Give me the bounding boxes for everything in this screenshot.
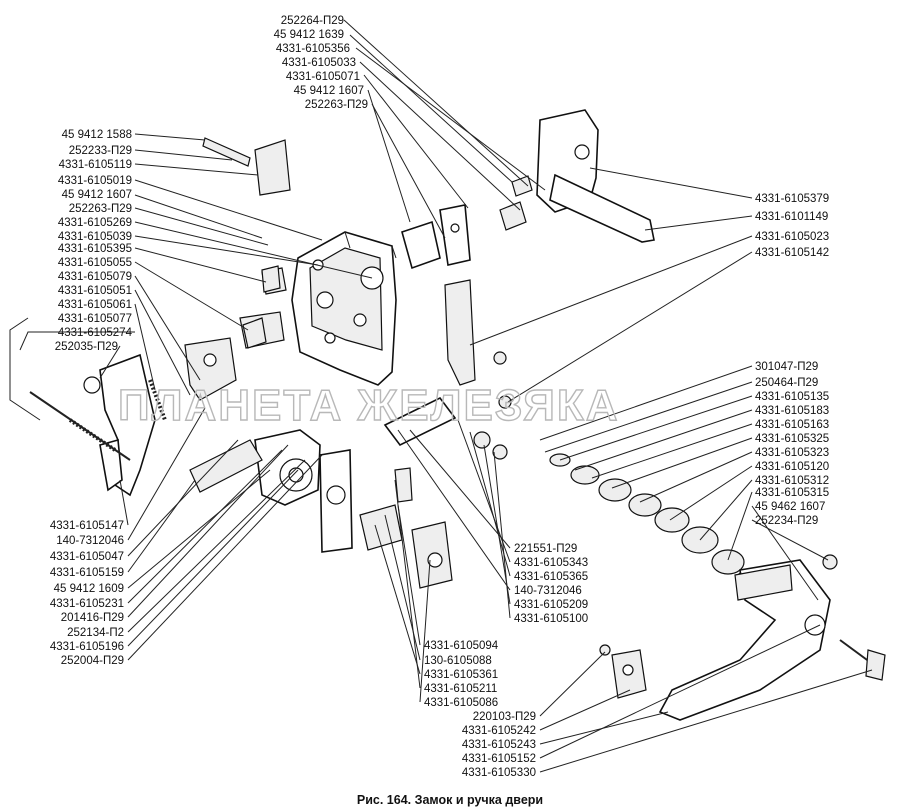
figure-caption: Рис. 164. Замок и ручка двери xyxy=(357,793,543,807)
part-label: 4331-6105211 xyxy=(424,683,497,695)
part-label: 45 9412 1588 xyxy=(62,129,132,141)
lock-cylinder-assembly xyxy=(189,429,413,553)
part-label: 4331-6105330 xyxy=(462,767,536,779)
part-label: 220103-П29 xyxy=(473,711,536,723)
part-label: 4331-6105051 xyxy=(58,285,132,297)
leader-lines xyxy=(9,19,873,773)
part-label: 45 9412 1607 xyxy=(62,189,132,201)
part-label: 4331-6105325 xyxy=(755,433,829,445)
part-label: 4331-6105312 xyxy=(755,475,829,487)
part-label: 4331-6105119 xyxy=(59,159,132,171)
part-label: 252263-П29 xyxy=(305,99,368,111)
part-label: 4331-6105163 xyxy=(755,419,829,431)
part-label: 252233-П29 xyxy=(69,145,132,157)
part-label: 4331-6105142 xyxy=(755,247,829,259)
part-label: 4331-6105395 xyxy=(58,243,132,255)
watermark-text: ПЛАНЕТА ЖЕЛЕЗЯКА xyxy=(118,381,620,430)
part-label: 4331-6105120 xyxy=(755,461,829,473)
part-labels: 252264-П29 45 9412 1639 4331-6105356 433… xyxy=(50,15,829,779)
part-label: 4331-6105379 xyxy=(755,193,829,205)
part-label: 45 9412 1639 xyxy=(274,29,344,41)
part-label: 4331-6105274 xyxy=(58,327,133,339)
part-label: 4331-6105077 xyxy=(58,313,132,325)
part-label: 4331-6101149 xyxy=(755,211,828,223)
part-label: 4331-6105047 xyxy=(50,551,124,563)
part-label: 201416-П29 xyxy=(61,612,124,624)
part-label: 4331-6105356 xyxy=(276,43,350,55)
part-label: 45 9462 1607 xyxy=(755,501,825,513)
part-label: 4331-6105100 xyxy=(514,613,588,625)
part-label: 4331-6105209 xyxy=(514,599,588,611)
part-label: 4331-6105061 xyxy=(58,299,132,311)
part-label: 4331-6105196 xyxy=(50,641,124,653)
part-label: 4331-6105365 xyxy=(514,571,588,583)
part-label: 4331-6105079 xyxy=(58,271,132,283)
part-label: 4331-6105159 xyxy=(50,567,124,579)
spring-and-rod xyxy=(29,379,167,461)
part-label: 4331-6105231 xyxy=(50,598,124,610)
part-label: 301047-П29 xyxy=(755,361,818,373)
part-label: 4331-6105023 xyxy=(755,231,829,243)
part-label: 4331-6105147 xyxy=(50,520,124,532)
outer-door-handle xyxy=(611,559,886,721)
lock-body-plate xyxy=(291,231,397,386)
part-label: 252264-П29 xyxy=(281,15,344,27)
part-label: 4331-6105315 xyxy=(755,487,829,499)
part-label: 45 9412 1609 xyxy=(54,583,124,595)
part-label: 4331-6105135 xyxy=(755,391,829,403)
part-label: 4331-6105055 xyxy=(58,257,132,269)
lever-assembly xyxy=(359,396,457,589)
latch-bracket-upper xyxy=(401,204,476,386)
part-label: 252004-П29 xyxy=(61,655,124,667)
handle-shaft-washers xyxy=(549,453,765,591)
part-label: 4331-6105361 xyxy=(424,669,498,681)
part-label: 4331-6105039 xyxy=(58,231,132,243)
part-label: 4331-6105033 xyxy=(282,57,356,69)
part-label: 140-7312046 xyxy=(514,585,582,597)
part-label: 4331-6105019 xyxy=(58,175,132,187)
part-label: 4331-6105094 xyxy=(424,640,499,652)
part-label: 4331-6105269 xyxy=(58,217,132,229)
part-label: 4331-6105243 xyxy=(462,739,536,751)
part-label: 252134-П2 xyxy=(67,627,124,639)
part-label: 4331-6105343 xyxy=(514,557,588,569)
part-label: 4331-6105086 xyxy=(424,697,498,709)
part-label: 250464-П29 xyxy=(755,377,818,389)
part-label: 4331-6105152 xyxy=(462,753,536,765)
part-label: 4331-6105242 xyxy=(462,725,536,737)
part-label: 252035-П29 xyxy=(55,341,118,353)
part-label: 130-6105088 xyxy=(424,655,492,667)
part-label: 4331-6105071 xyxy=(286,71,360,83)
part-label: 221551-П29 xyxy=(514,543,577,555)
part-label: 45 9412 1607 xyxy=(294,85,364,97)
part-label: 252263-П29 xyxy=(69,203,132,215)
part-label: 4331-6105183 xyxy=(755,405,829,417)
part-label: 252234-П29 xyxy=(755,515,818,527)
small-screws-and-studs xyxy=(202,137,838,656)
part-label: 4331-6105323 xyxy=(755,447,829,459)
part-label: 140-7312046 xyxy=(56,535,124,547)
